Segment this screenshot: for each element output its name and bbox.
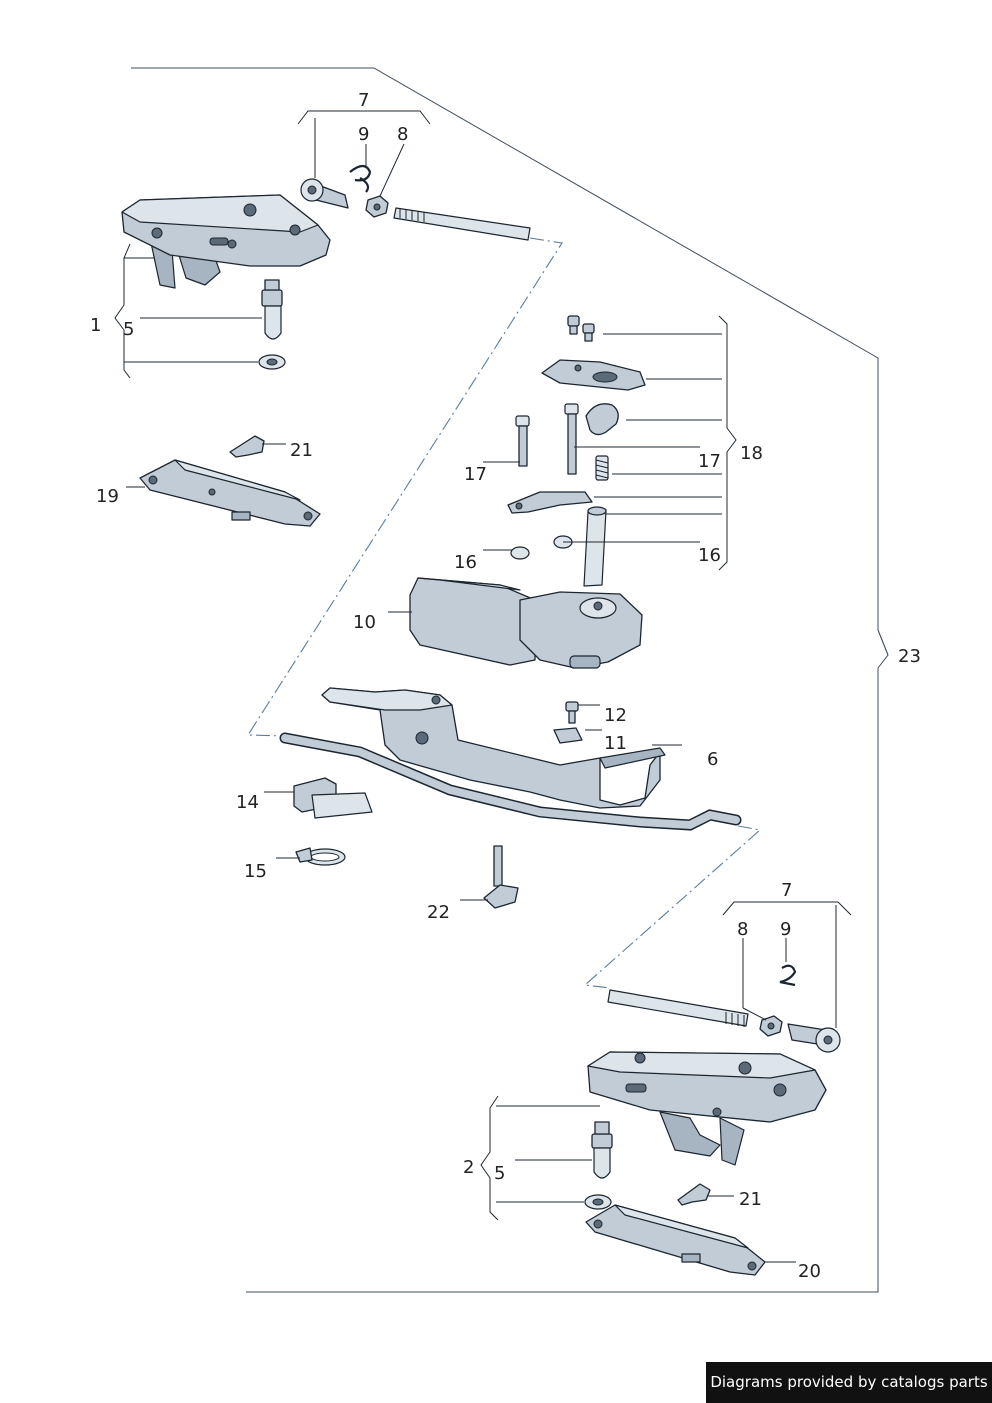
callout-22: 22 — [427, 902, 450, 923]
spring — [595, 455, 609, 481]
callout-16: 16 — [454, 552, 477, 573]
upper-lock-body — [121, 194, 331, 289]
group-18-leaders — [388, 315, 737, 613]
guide-lines — [247, 237, 762, 989]
lower-rod — [607, 989, 749, 1027]
lower-leaders — [480, 901, 852, 1263]
callout-20: 20 — [798, 1261, 821, 1282]
motor-10 — [409, 577, 643, 669]
clip-21-upper — [229, 435, 286, 458]
credit-banner: Diagrams provided by catalogs parts — [706, 1362, 992, 1403]
callout-8: 8 — [737, 919, 748, 940]
lower-pin — [591, 1121, 613, 1179]
upper-washer — [258, 354, 286, 370]
callout-15: 15 — [244, 861, 267, 882]
frame-6 — [321, 687, 666, 809]
upper-clip — [349, 164, 372, 193]
mounting-plate — [541, 359, 646, 391]
mid-leaders — [264, 704, 682, 901]
callout-9: 9 — [780, 919, 791, 940]
callout-6: 6 — [707, 749, 718, 770]
callout-8: 8 — [397, 124, 408, 145]
lower-nut — [759, 1015, 783, 1037]
pin-22 — [483, 845, 519, 909]
callout-21: 21 — [290, 440, 313, 461]
block-11 — [553, 727, 583, 744]
callout-2: 2 — [463, 1157, 474, 1178]
callout-1: 1 — [90, 315, 101, 336]
callout-10: 10 — [353, 612, 376, 633]
callout-5: 5 — [123, 319, 134, 340]
long-bolts — [515, 403, 579, 475]
callout-7: 7 — [781, 880, 792, 901]
lower-clip — [779, 964, 797, 987]
shaft — [583, 506, 607, 587]
clamp-15 — [295, 847, 346, 866]
clip-21-lower — [677, 1183, 711, 1206]
block-14 — [293, 777, 373, 819]
bracket-arm — [507, 491, 593, 514]
upper-leaders — [114, 110, 431, 379]
cap — [585, 403, 619, 436]
cable — [279, 732, 742, 831]
striker-plate-20 — [585, 1204, 766, 1276]
callout-23: 23 — [898, 646, 921, 667]
callout-12: 12 — [604, 705, 627, 726]
callout-21: 21 — [739, 1189, 762, 1210]
lower-washer — [584, 1194, 612, 1210]
screw-12 — [565, 701, 579, 724]
callout-9: 9 — [358, 124, 369, 145]
callout-11: 11 — [604, 733, 627, 754]
callout-7: 7 — [358, 90, 369, 111]
callout-18: 18 — [740, 443, 763, 464]
upper-ball-socket — [300, 178, 349, 209]
lower-ball-socket — [787, 1023, 841, 1053]
callout-16: 16 — [698, 545, 721, 566]
upper-nut — [365, 195, 389, 218]
lower-lock-body — [587, 1051, 827, 1166]
upper-rod — [393, 207, 531, 241]
small-screws — [567, 315, 595, 342]
striker-plate-19 — [126, 459, 321, 527]
upper-pin — [261, 279, 283, 340]
callout-17: 17 — [464, 464, 487, 485]
callout-5: 5 — [494, 1163, 505, 1184]
callout-19: 19 — [96, 486, 119, 507]
assembly-frame — [131, 67, 889, 1293]
bushings — [510, 535, 573, 560]
callout-labels: 7 9 8 1 5 21 19 17 17 18 16 16 10 23 12 … — [90, 90, 921, 1282]
callout-14: 14 — [236, 792, 259, 813]
callout-17: 17 — [698, 451, 721, 472]
